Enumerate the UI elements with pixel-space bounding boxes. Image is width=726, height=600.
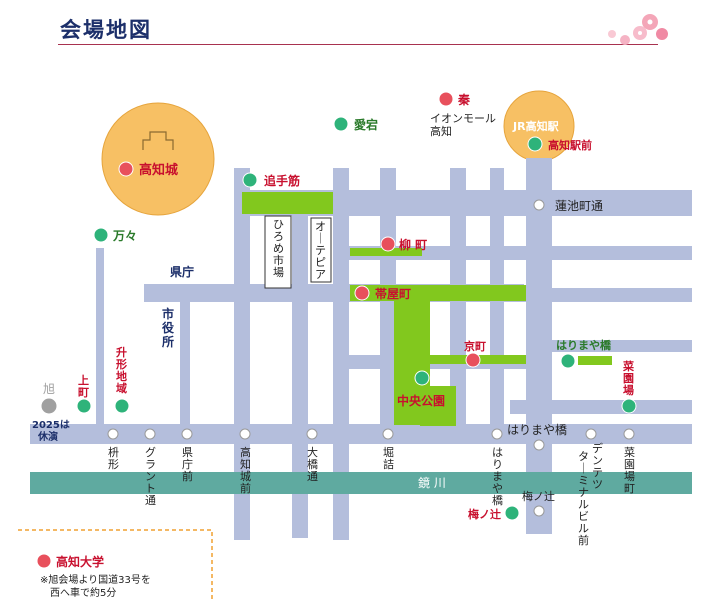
marker-umenotsuji-green	[504, 505, 520, 521]
asahi-label: 旭	[43, 382, 55, 396]
title-rule	[58, 44, 658, 45]
harimaya-street-label: はりまや橋	[556, 338, 612, 352]
kochi-jo-label: 高知城	[139, 162, 178, 178]
chuo-koen-label: 中央公園	[397, 393, 445, 408]
marker-atago	[333, 116, 349, 132]
tram-dentetsu: デンテツ タ｜ミナルビル前	[578, 441, 607, 547]
hirome-label: ひろめ市場	[273, 218, 284, 279]
umenotsuji-green-label: 梅ノ辻	[468, 507, 501, 521]
venue-markers	[36, 91, 637, 569]
hirome-box	[264, 215, 292, 289]
marker-kochi-eki-mae	[527, 136, 543, 152]
marker-hata	[438, 91, 454, 107]
marker-harimaya-street	[560, 353, 576, 369]
masugata-chiiki-label: 升形地域	[116, 345, 127, 395]
marker-obiyamachi	[354, 285, 370, 301]
kencho-label: 県庁	[170, 264, 194, 279]
tram-kochijo-mae: 高知城前	[240, 445, 251, 495]
kamimachi-label: 上町	[78, 373, 89, 399]
kagami-river	[30, 472, 692, 494]
yanagimachi-label: 柳 町	[399, 237, 427, 252]
marker-asahi	[40, 397, 58, 415]
obiyamachi-label: 帯屋町	[375, 286, 411, 301]
note-line2: 西へ車で約5分	[40, 586, 116, 599]
note-line1: ※旭会場より国道33号を	[40, 573, 151, 586]
hata-label: 秦	[457, 92, 470, 107]
hasuike-road-label: 蓮池町通	[555, 199, 603, 213]
marker-kyomachi	[465, 352, 481, 368]
tram-horizume: 堀詰	[383, 446, 394, 471]
oteppia-label: オ｜テピア	[315, 220, 326, 281]
shiyakusho-label: 市役所	[162, 306, 174, 349]
tram-masugata: 枡形	[108, 445, 119, 471]
tram-stops	[107, 199, 635, 517]
kyomachi-label: 京町	[464, 339, 486, 353]
sakura-icon	[608, 14, 668, 45]
marker-saienba	[621, 398, 637, 414]
kochi-eki-mae-label: 高知駅前	[548, 138, 592, 152]
marker-kamimachi	[76, 398, 92, 414]
saienba-label: 菜園場	[622, 359, 635, 397]
aeon-label: イオンモール高知	[430, 112, 496, 138]
kochi-daigaku-label: 高知大学	[56, 554, 104, 569]
atago-label: 愛宕	[354, 117, 378, 132]
marker-mandai	[93, 227, 109, 243]
asahi-note: 2025は休演	[32, 419, 70, 443]
otesuji-label: 追手筋	[264, 173, 300, 188]
marker-kochi-daigaku	[36, 553, 52, 569]
marker-masugata-chiiki	[114, 398, 130, 414]
header: 会場地図	[0, 0, 726, 60]
tram-harimaya: はりまや橋	[492, 446, 503, 507]
tram-ohashi: 大橋通	[307, 445, 318, 483]
marker-kochi-jo	[118, 161, 134, 177]
marker-yanagimachi	[380, 236, 396, 252]
page-title: 会場地図	[60, 17, 152, 42]
tram-kencho-mae: 県庁前	[182, 446, 193, 483]
marker-otesuji	[242, 172, 258, 188]
tram-grand: グラント通	[145, 445, 156, 507]
mandai-label: 万々	[112, 229, 137, 243]
note-box	[18, 529, 213, 600]
kochi-castle-area	[101, 102, 215, 216]
oteppia-box	[310, 217, 332, 283]
harimaya-road-label: はりまや橋	[507, 423, 567, 437]
marker-chuo-koen	[414, 370, 430, 386]
jr-station-label: JR高知駅	[512, 119, 559, 133]
river-label: 鏡 川	[418, 475, 446, 490]
castle-icon	[142, 131, 174, 150]
tram-umenotsuji: 梅ノ辻	[522, 489, 555, 503]
tram-saienba-cho: 菜園場町	[624, 446, 635, 495]
